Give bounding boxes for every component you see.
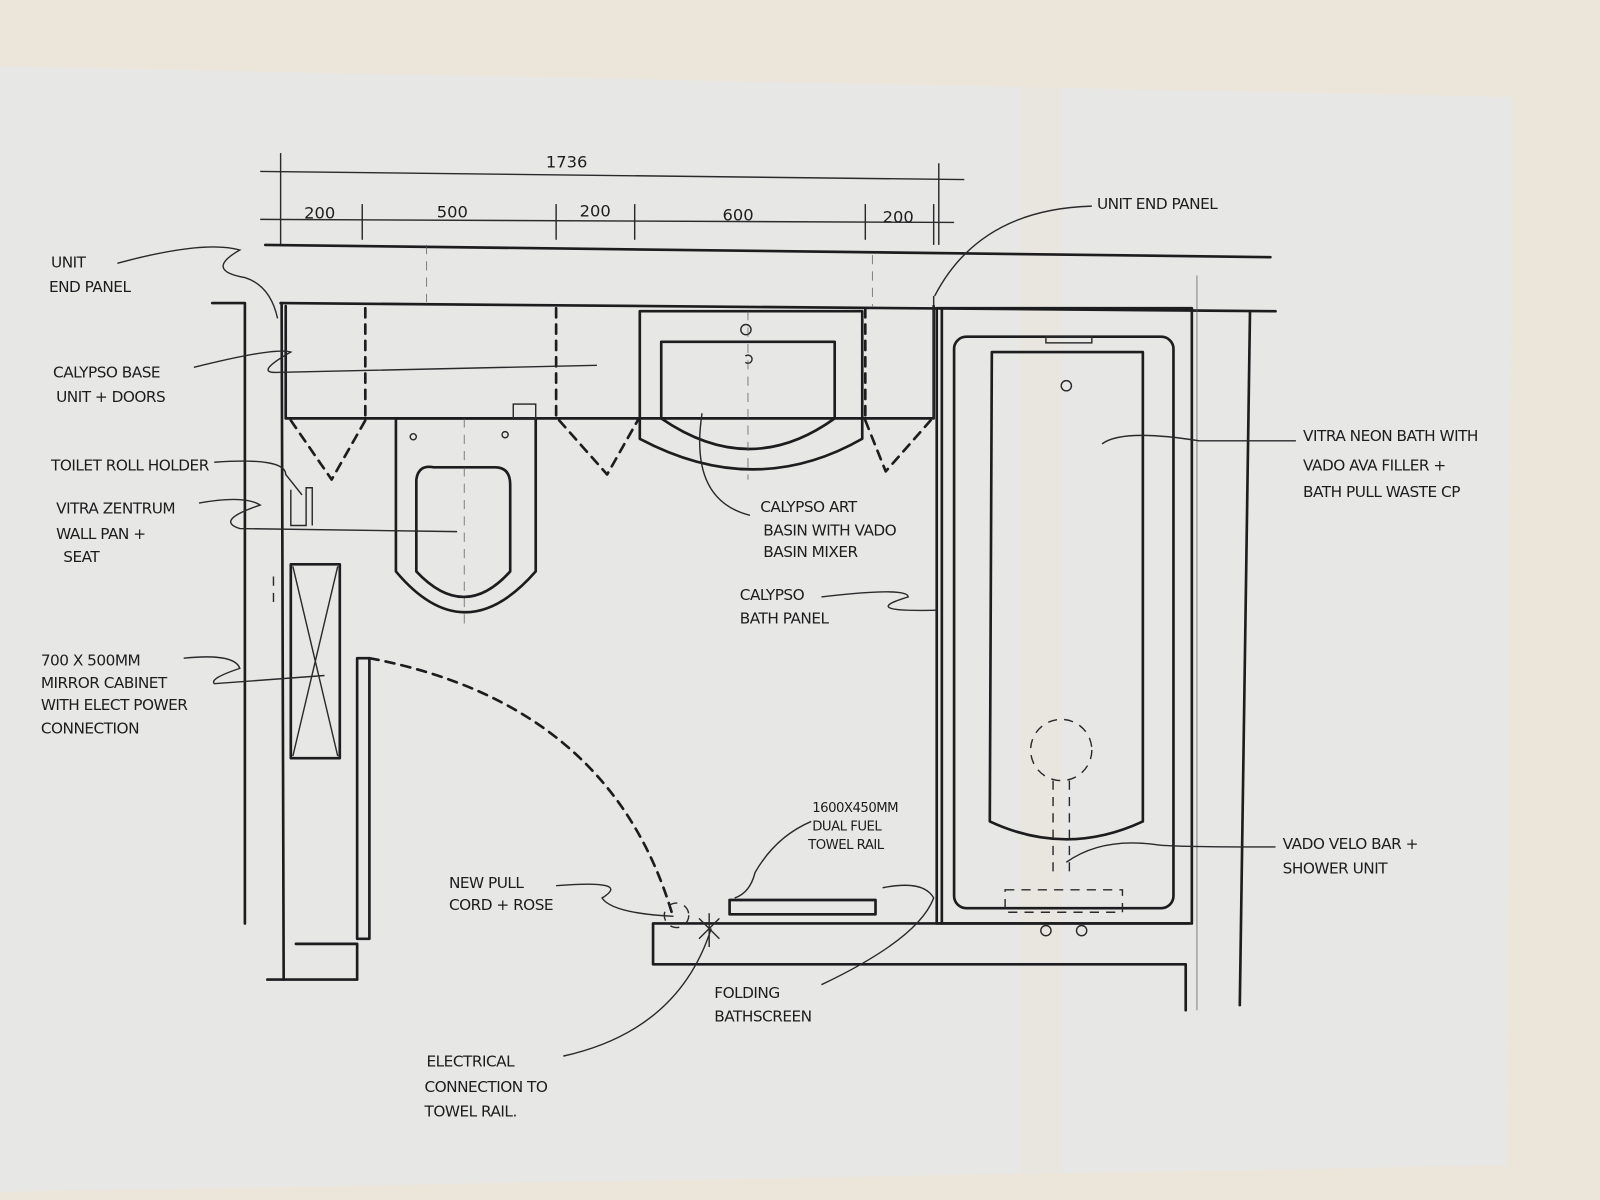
label-toilet-roll-holder: TOILET ROLL HOLDER <box>50 456 210 474</box>
label-calypso-base-unit: UNIT + DOORS <box>56 388 165 406</box>
leader-lines <box>117 205 1296 1057</box>
dimension-label: 200 <box>580 201 611 220</box>
label-vitra-neon-bath: BATH PULL WASTE CP <box>1303 483 1460 501</box>
electrical-connection-symbol <box>698 913 720 947</box>
label-mirror-cabinet: CONNECTION <box>41 720 139 738</box>
towel-rail <box>728 898 877 916</box>
label-towel-rail: TOWEL RAIL <box>807 838 885 853</box>
label-vado-velo: SHOWER UNIT <box>1283 859 1389 877</box>
label-unit-end-panel-left: END PANEL <box>49 278 131 296</box>
annotation-labels: UNIT END PANEL CALYPSO BASE UNIT + DOORS… <box>41 195 1479 1120</box>
calypso-art-basin <box>638 309 864 480</box>
label-towel-rail: DUAL FUEL <box>812 820 882 835</box>
walls <box>210 243 1277 1012</box>
label-electrical-connection: TOWEL RAIL. <box>423 1102 516 1120</box>
label-pull-cord: CORD + ROSE <box>449 896 553 914</box>
label-folding-bathscreen: BATHSCREEN <box>714 1007 811 1025</box>
dimension-label: 200 <box>883 207 914 226</box>
label-mirror-cabinet: 700 x 500MM <box>41 651 140 669</box>
label-calypso-base-unit: CALYPSO BASE <box>53 364 160 382</box>
label-vitra-neon-bath: VADO AVA FILLER + <box>1303 456 1446 474</box>
vitra-zentrum-wall-pan <box>394 403 538 628</box>
dimension-label: 500 <box>437 202 468 221</box>
dimension-label: 200 <box>304 203 335 222</box>
label-vitra-neon-bath: VITRA NEON BATH WITH <box>1303 427 1478 445</box>
label-pull-cord: NEW PULL <box>449 874 524 892</box>
label-electrical-connection: CONNECTION TO <box>424 1078 547 1096</box>
label-vitra-zentrum: WALL PAN + <box>56 525 145 543</box>
paper-sheet <box>0 66 1513 1192</box>
calypso-base-units <box>284 295 936 481</box>
label-calypso-bath-panel: BATH PANEL <box>740 609 830 627</box>
toilet-roll-holder <box>290 487 313 527</box>
label-towel-rail: 1600x450MM <box>812 801 898 816</box>
label-electrical-connection: ELECTRICAL <box>427 1052 516 1070</box>
door-swing <box>355 656 675 941</box>
label-vitra-zentrum: VITRA ZENTRUM <box>56 499 175 517</box>
overall-dimension: 1736 <box>546 152 588 171</box>
label-mirror-cabinet: MIRROR CABINET <box>41 674 168 692</box>
label-unit-end-panel-right: UNIT END PANEL <box>1097 195 1218 213</box>
label-calypso-art-basin: CALYPSO ART <box>760 498 858 516</box>
vitra-neon-bath <box>935 306 1194 937</box>
label-unit-end-panel-left: UNIT <box>51 253 87 271</box>
label-calypso-art-basin: BASIN MIXER <box>763 543 858 561</box>
mirror-cabinet <box>272 562 342 760</box>
label-mirror-cabinet: WITH ELECT POWER <box>41 696 188 714</box>
label-vitra-zentrum: SEAT <box>63 548 100 566</box>
label-vado-velo: VADO VELO BAR + <box>1283 835 1418 853</box>
label-calypso-bath-panel: CALYPSO <box>740 586 805 604</box>
dimension-lines <box>260 153 965 245</box>
label-calypso-art-basin: BASIN WITH VADO <box>763 522 896 540</box>
label-folding-bathscreen: FOLDING <box>714 984 779 1002</box>
dimension-label: 600 <box>722 205 753 224</box>
